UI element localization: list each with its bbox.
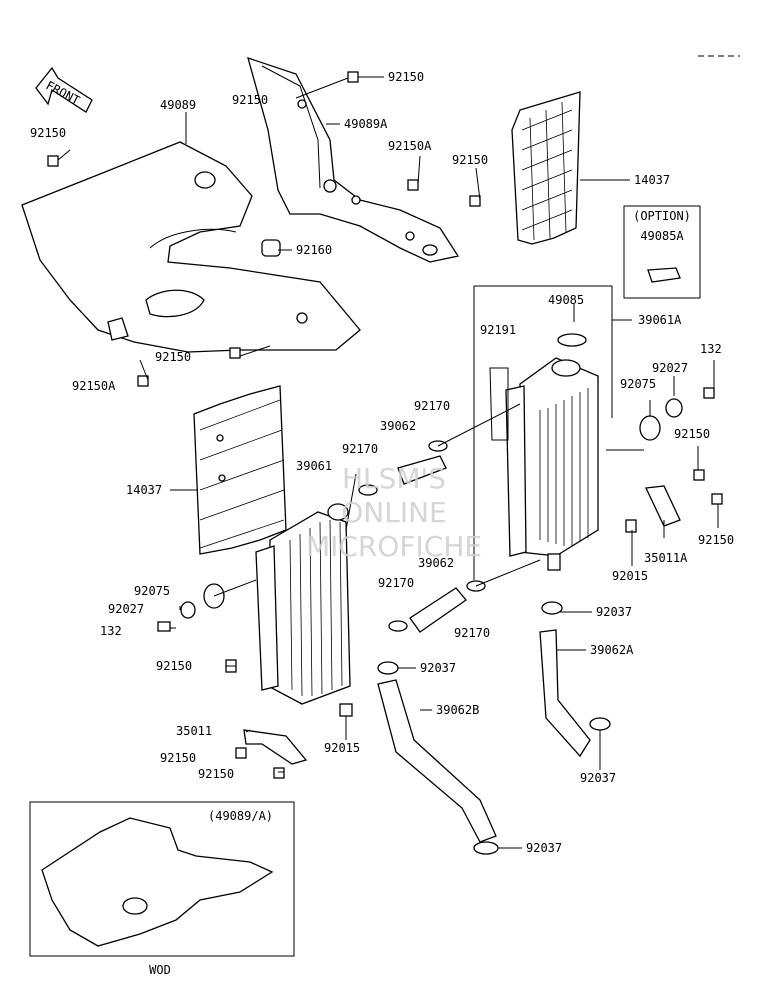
bolt-132-left [157, 621, 171, 632]
hose-39062-lower [409, 587, 467, 633]
label-92150-b: 92150 [30, 126, 66, 140]
label-39062-b: 39062 [418, 556, 454, 570]
label-132-b: 132 [100, 624, 122, 638]
label-92015-b: 92015 [324, 741, 360, 755]
bolt-92150a-top [407, 179, 419, 191]
grommet-92160 [261, 239, 281, 257]
radiator-left [255, 503, 351, 705]
nut-92015-right [625, 519, 637, 533]
clamp-92037-c [589, 717, 611, 731]
watermark-line-3: MICROFICHE [306, 530, 482, 563]
label-92160: 92160 [296, 243, 332, 257]
label-35011: 35011 [176, 724, 212, 738]
label-92027-a: 92027 [652, 361, 688, 375]
shroud-left [21, 141, 361, 353]
option-title: (OPTION) [633, 209, 691, 223]
label-92075-b: 92075 [134, 584, 170, 598]
label-14037-a: 14037 [634, 173, 670, 187]
radiator-right [505, 333, 599, 571]
leader-lines [57, 76, 719, 849]
clamp-92170-d [388, 620, 408, 632]
option-part: 49085A [640, 229, 684, 243]
watermark-line-1: HLSM'S [342, 462, 446, 495]
inset-caption: WOD [149, 963, 171, 977]
label-39061: 39061 [296, 459, 332, 473]
label-49089a: 49089A [344, 117, 388, 131]
hose-39062-upper [397, 455, 447, 485]
bolt-92150-bracket-a [693, 469, 705, 481]
bolt-92150a-bottom [137, 375, 149, 387]
label-14037-b: 14037 [126, 483, 162, 497]
radiator-guard-left [193, 385, 287, 555]
bracket-35011a [645, 485, 681, 527]
label-92037-a: 92037 [596, 605, 632, 619]
label-92170-c: 92170 [378, 576, 414, 590]
label-49089: 49089 [160, 98, 196, 112]
label-39061a: 39061A [638, 313, 682, 327]
label-132-a: 132 [700, 342, 722, 356]
watermark: HLSM'S ONLINE MICROFICHE [306, 462, 482, 563]
label-35011a: 35011A [644, 551, 688, 565]
radiator-guard-right [511, 91, 581, 245]
label-92150-j: 92150 [198, 767, 234, 781]
label-92150-g: 92150 [698, 533, 734, 547]
bolt-92150-top [347, 71, 359, 83]
part-labels: 92150 49089 92150 92150 92150A 92150 490… [30, 70, 734, 855]
clamp-92170-b [358, 484, 378, 496]
label-92170-b: 92170 [342, 442, 378, 456]
front-arrow-icon: FRONT [35, 66, 93, 113]
label-92015-a: 92015 [612, 569, 648, 583]
label-92191: 92191 [480, 323, 516, 337]
label-92027-b: 92027 [108, 602, 144, 616]
bolt-132-right [703, 387, 715, 399]
label-92075-a: 92075 [620, 377, 656, 391]
shroud-right [247, 56, 460, 263]
bolt-92150-35011-b [273, 767, 285, 779]
grommet-92075-right [639, 415, 661, 441]
label-92150-e: 92150 [232, 93, 268, 107]
clamp-92037-d [473, 841, 499, 855]
label-92150-h: 92150 [156, 659, 192, 673]
bolt-92150-bottom [229, 347, 241, 359]
label-49085: 49085 [548, 293, 584, 307]
inset-box [29, 801, 295, 957]
bolt-92150-bracket-b [711, 493, 723, 505]
bolt-92150-side [469, 195, 481, 207]
collar-92027-right [665, 398, 683, 418]
label-92150-f: 92150 [674, 427, 710, 441]
label-92150-d: 92150 [452, 153, 488, 167]
clamp-92037-a [541, 601, 563, 615]
clamp-92037-b [377, 661, 399, 675]
collar-92027-left [180, 601, 196, 619]
bolt-92150-shroud [47, 155, 59, 167]
label-92037-d: 92037 [526, 841, 562, 855]
assembly-frame [473, 285, 613, 580]
watermark-line-2: ONLINE [341, 496, 446, 529]
label-92170-d: 92170 [454, 626, 490, 640]
label-92037-c: 92037 [580, 771, 616, 785]
label-92150-a: 92150 [388, 70, 424, 84]
label-39062a: 39062A [590, 643, 634, 657]
label-92150-i: 92150 [160, 751, 196, 765]
bracket-35011 [243, 729, 308, 765]
label-39062b: 39062B [436, 703, 479, 717]
label-92170-a: 92170 [414, 399, 450, 413]
inset-shroud-hole [122, 897, 148, 915]
label-92037-b: 92037 [420, 661, 456, 675]
inset-shroud [41, 817, 274, 947]
bolt-92150-35011-a [235, 747, 247, 759]
label-92150-c: 92150 [155, 350, 191, 364]
option-pad-icon [647, 267, 681, 283]
label-39062-a: 39062 [380, 419, 416, 433]
hose-39062b [377, 679, 497, 843]
label-92150a-b: 92150A [388, 139, 432, 153]
hose-39062a [539, 629, 591, 758]
breather-tube [489, 367, 509, 441]
nut-92015-left [339, 703, 353, 717]
label-92150a-a: 92150A [72, 379, 116, 393]
inset-title: (49089/A) [208, 809, 273, 823]
option-box [623, 205, 701, 299]
